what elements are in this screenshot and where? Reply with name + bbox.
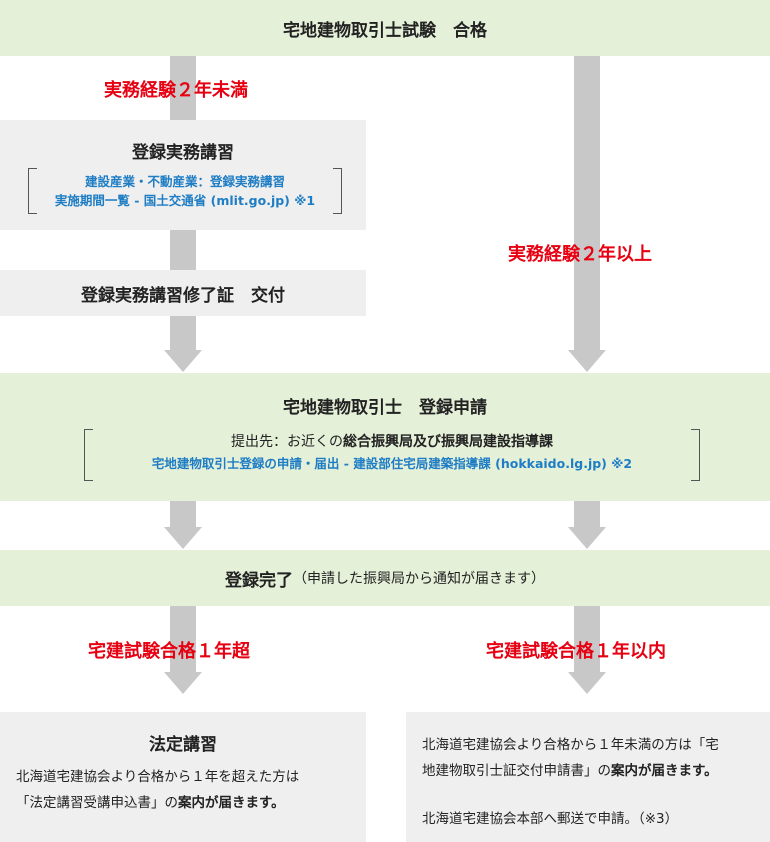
left-condition: 実務経験２年未満 bbox=[104, 80, 248, 101]
registration-title: 宅地建物取引士 登録申請 bbox=[283, 398, 487, 418]
lower-right-condition: 宅建試験合格１年以内 bbox=[486, 641, 666, 662]
bracket-left bbox=[28, 168, 37, 214]
legal-course-text: 北海道宅建協会より合格から１年を超えた方は 「法定講習受講申込書」の案内が届きま… bbox=[16, 764, 356, 816]
left-stem-4 bbox=[170, 501, 196, 527]
license-application-text: 北海道宅建協会より合格から１年未満の方は「宅 地建物取引士証交付申請書」の案内が… bbox=[422, 732, 762, 832]
right-stem-3 bbox=[574, 606, 600, 672]
registration-submit-line: 提出先：お近くの総合振興局及び振興局建設指導課 bbox=[84, 431, 700, 453]
bracket-right bbox=[333, 168, 342, 214]
left-stem-3 bbox=[170, 316, 196, 350]
header-band: 宅地建物取引士試験 合格 bbox=[0, 0, 770, 56]
course-title: 登録実務講習 bbox=[132, 143, 234, 163]
course-link-bracket: 建設産業・不動産業：登録実務講習 実施期間一覧 - 国土交通省 (mlit.go… bbox=[28, 168, 342, 214]
certificate-label: 登録実務講習修了証 交付 bbox=[81, 285, 285, 306]
right-arrow-1 bbox=[568, 350, 606, 372]
license-line2: 地建物取引士証交付申請書」の案内が届きます。 bbox=[422, 758, 762, 784]
left-stem-2 bbox=[170, 230, 196, 270]
legal-course-title: 法定講習 bbox=[149, 735, 217, 755]
license-application-box: 北海道宅建協会より合格から１年未満の方は「宅 地建物取引士証交付申請書」の案内が… bbox=[406, 712, 770, 842]
registration-link[interactable]: 宅地建物取引士登録の申請・届出 - 建設部住宅局建築指導課 (hokkaido.… bbox=[151, 456, 633, 471]
left-arrow-2 bbox=[164, 527, 202, 549]
license-line2-prefix: 地建物取引士証交付申請書」の bbox=[422, 763, 611, 779]
legal-course-line2-prefix: 「法定講習受講申込書」の bbox=[16, 795, 178, 811]
lower-left-condition: 宅建試験合格１年超 bbox=[88, 641, 250, 662]
legal-course-line1: 北海道宅建協会より合格から１年を超えた方は bbox=[16, 769, 300, 785]
course-link-line1[interactable]: 建設産業・不動産業：登録実務講習 bbox=[84, 174, 285, 189]
certificate-box: 登録実務講習修了証 交付 bbox=[0, 270, 366, 316]
registration-info-bracket: 提出先：お近くの総合振興局及び振興局建設指導課 宅地建物取引士登録の申請・届出 … bbox=[84, 429, 700, 481]
legal-course-box: 法定講習 北海道宅建協会より合格から１年を超えた方は 「法定講習受講申込書」の案… bbox=[0, 712, 366, 842]
license-line2-bold: 案内が届きます。 bbox=[611, 763, 718, 779]
complete-note: （申請した振興局から通知が届きます） bbox=[293, 571, 545, 587]
left-stem-1 bbox=[170, 56, 196, 120]
right-arrow-2 bbox=[568, 527, 606, 549]
left-arrow-1 bbox=[164, 350, 202, 372]
bracket-left bbox=[84, 429, 93, 481]
legal-course-line2: 「法定講習受講申込書」の案内が届きます。 bbox=[16, 790, 356, 816]
right-arrow-3 bbox=[568, 672, 606, 694]
license-line3: 北海道宅建協会本部へ郵送で申請。（※3） bbox=[422, 811, 679, 827]
legal-course-line2-bold: 案内が届きます。 bbox=[178, 795, 285, 811]
header-title: 宅地建物取引士試験 合格 bbox=[283, 20, 487, 41]
submit-office: 総合振興局及び振興局建設指導課 bbox=[343, 434, 553, 450]
complete-title: 登録完了 bbox=[225, 570, 293, 591]
right-stem-2 bbox=[574, 501, 600, 527]
submit-prefix: 提出先：お近くの bbox=[231, 434, 343, 450]
course-box: 登録実務講習 建設産業・不動産業：登録実務講習 実施期間一覧 - 国土交通省 (… bbox=[0, 120, 366, 230]
complete-band: 登録完了（申請した振興局から通知が届きます） bbox=[0, 550, 770, 606]
bracket-right bbox=[691, 429, 700, 481]
right-condition: 実務経験２年以上 bbox=[508, 244, 652, 265]
right-stem-1 bbox=[574, 56, 600, 350]
license-line1: 北海道宅建協会より合格から１年未満の方は「宅 bbox=[422, 737, 719, 753]
left-arrow-3 bbox=[164, 672, 202, 694]
course-link-line2[interactable]: 実施期間一覧 - 国土交通省 (mlit.go.jp) ※1 bbox=[54, 193, 316, 208]
left-stem-5 bbox=[170, 606, 196, 672]
registration-band: 宅地建物取引士 登録申請 提出先：お近くの総合振興局及び振興局建設指導課 宅地建… bbox=[0, 373, 770, 501]
